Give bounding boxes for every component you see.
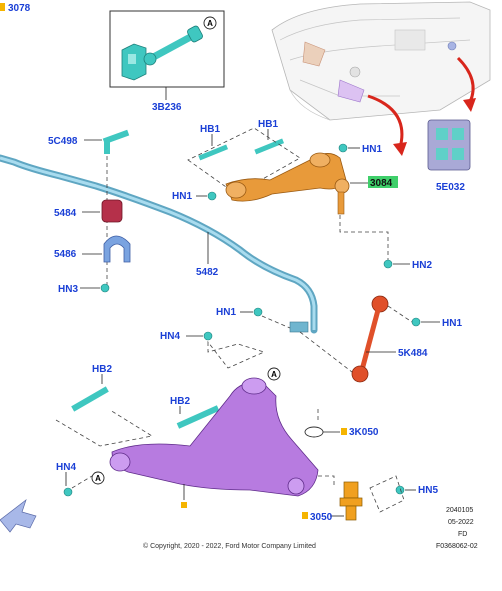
- label-3050: 3050: [310, 512, 333, 523]
- meta-figure-id: F0368062-02: [436, 543, 478, 550]
- label-hn5: HN5: [418, 485, 438, 496]
- label-hn1-d: HN1: [442, 318, 462, 329]
- callout-circle-icon: [91, 471, 105, 485]
- marker-lower-arm: [181, 502, 187, 508]
- meta-date: 05-2022: [448, 519, 474, 526]
- ball-joint-3050: [339, 481, 363, 521]
- clip-3K050: [304, 426, 324, 438]
- bushing-block-5E032: [427, 119, 471, 171]
- nut-hn1-d: [411, 317, 421, 327]
- red-arrow-head: [463, 98, 476, 112]
- bracket-5C498: [102, 129, 130, 154]
- callout-a-inset: A: [203, 16, 217, 30]
- label-hn2: HN2: [412, 260, 432, 271]
- label-5E032: 5E032: [436, 182, 465, 193]
- nut-hn4-a: [203, 331, 213, 341]
- label-hb2-b: HB2: [170, 396, 190, 407]
- label-5486: 5486: [54, 249, 77, 260]
- bolt-hb2-b: [176, 405, 220, 429]
- label-3B236: 3B236: [152, 102, 182, 113]
- svg-text:A: A: [271, 370, 277, 379]
- label-5K484: 5K484: [398, 348, 428, 359]
- callout-circle-icon: [267, 367, 281, 381]
- callout-a-lower: A: [91, 471, 105, 485]
- bolt-hb1-a: [198, 144, 229, 161]
- label-hn4-b: HN4: [56, 462, 76, 473]
- meta-date-code: 2040105: [446, 507, 473, 514]
- callout-a-upper: A: [267, 367, 281, 381]
- nut-hn2: [383, 259, 393, 269]
- label-hn1-b: HN1: [172, 191, 192, 202]
- label-5C498: 5C498: [48, 136, 78, 147]
- clamp-5486: [103, 235, 131, 263]
- highlight-3084: [368, 176, 398, 188]
- label-hn1-c: HN1: [216, 307, 236, 318]
- label-5482: 5482: [196, 267, 219, 278]
- direction-arrow-icon: [0, 499, 37, 533]
- label-5484: 5484: [54, 208, 77, 219]
- nut-hn4-b: [63, 487, 73, 497]
- nut-hn1-c: [253, 307, 263, 317]
- label-3K050: 3K050: [349, 427, 379, 438]
- label-3078: 3078: [8, 3, 31, 14]
- label-hb1-a: HB1: [200, 124, 220, 135]
- nut-hn1-a: [338, 143, 348, 153]
- nut-hn3: [100, 283, 110, 293]
- label-hb1-b: HB1: [258, 119, 278, 130]
- bar-end-link: [289, 321, 309, 333]
- yellow-marker: [0, 3, 5, 11]
- lower-control-arm: [109, 377, 319, 497]
- bracket-3B236: [121, 25, 203, 81]
- bolt-hb2-a: [71, 386, 109, 412]
- marker-3K050: [341, 428, 347, 435]
- nut-hn5: [395, 485, 405, 495]
- svg-text:A: A: [95, 474, 101, 483]
- marker-3050: [302, 512, 308, 519]
- label-hn3: HN3: [58, 284, 78, 295]
- svg-text:A: A: [207, 19, 213, 28]
- label-hb2-a: HB2: [92, 364, 112, 375]
- nut-hn1-b: [207, 191, 217, 201]
- stabilizer-link-5K484: [351, 295, 389, 383]
- copyright-text: © Copyright, 2020 - 2022, Ford Motor Com…: [143, 542, 316, 550]
- label-hn1-a: HN1: [362, 144, 382, 155]
- vehicle-outline: [271, 1, 491, 121]
- bolt-hb1-b: [254, 138, 285, 155]
- callout-circle-icon: [203, 16, 217, 30]
- red-arrow-icon: [456, 56, 475, 103]
- bushing-5484: [101, 199, 123, 223]
- upper-control-arm-3084: [225, 152, 350, 215]
- label-hn4-a: HN4: [160, 331, 180, 342]
- meta-fd: FD: [458, 531, 467, 538]
- red-arrow-icon: [367, 94, 404, 149]
- label-3084: 3084: [370, 178, 393, 189]
- red-arrow-head: [393, 142, 407, 156]
